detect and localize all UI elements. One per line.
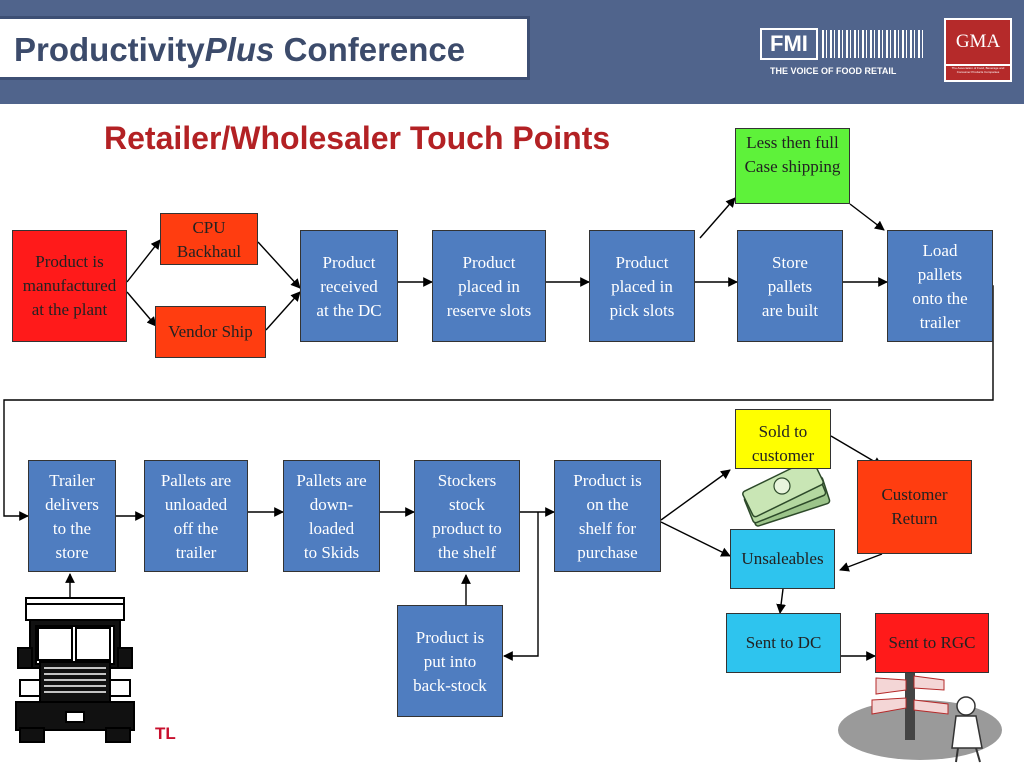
node-sent-to-rgc: Sent to RGC xyxy=(875,613,989,673)
header-banner: ProductivityPlus Conference FMI THE VOIC… xyxy=(0,0,1024,104)
arrow-shelf-to-unsaleables xyxy=(660,521,731,557)
signpost-icon xyxy=(838,668,1002,763)
node-store-pallets: Store pallets are built xyxy=(737,230,843,342)
arrow-shelf-to-sold xyxy=(660,469,731,521)
arrow-vendor-to-dc xyxy=(265,291,301,331)
arrow-less-case-to-load xyxy=(849,203,885,231)
truck-label: TL xyxy=(155,724,176,743)
node-product-received-dc: Product received at the DC xyxy=(300,230,398,342)
arrow-shelf-to-back-stock xyxy=(503,512,539,661)
money-icon xyxy=(742,458,831,527)
fmi-tagline: THE VOICE OF FOOD RETAIL xyxy=(770,66,897,76)
fmi-badge: FMI xyxy=(760,28,818,60)
node-pallets-unloaded: Pallets are unloaded off the trailer xyxy=(144,460,248,572)
arrow-return-to-unsaleables xyxy=(839,553,883,572)
fmi-logo: FMI THE VOICE OF FOOD RETAIL xyxy=(760,28,932,80)
node-stockers: Stockers stock product to the shelf xyxy=(414,460,520,572)
gma-mark: GMA xyxy=(946,20,1010,64)
slide-title: Retailer/Wholesaler Touch Points xyxy=(104,120,611,156)
truck-icon xyxy=(15,597,135,743)
fmi-barcode-graphic xyxy=(822,30,926,58)
node-cpu-backhaul: CPU Backhaul xyxy=(160,213,258,265)
node-pallets-down-loaded: Pallets are down- loaded to Skids xyxy=(283,460,380,572)
arrow-cpu-to-dc xyxy=(257,241,301,289)
arrow-manufactured-to-vendor xyxy=(126,291,157,327)
node-product-manufactured: Product is manufactured at the plant xyxy=(12,230,127,342)
node-back-stock: Product is put into back-stock xyxy=(397,605,503,717)
gma-subtitle: The Association of Food, Beverage and Co… xyxy=(946,66,1010,80)
conference-title-box: ProductivityPlus Conference xyxy=(0,16,530,80)
node-trailer-delivers: Trailer delivers to the store xyxy=(28,460,116,572)
node-product-on-shelf: Product is on the shelf for purchase xyxy=(554,460,661,572)
node-pick-slots: Product placed in pick slots xyxy=(589,230,695,342)
node-load-pallets: Load pallets onto the trailer xyxy=(887,230,993,342)
node-unsaleables: Unsaleables xyxy=(730,529,835,589)
node-less-full-case: Less then full Case shipping xyxy=(735,128,850,204)
node-reserve-slots: Product placed in reserve slots xyxy=(432,230,546,342)
node-sent-to-dc: Sent to DC xyxy=(726,613,841,673)
arrow-unsaleables-to-sent-dc xyxy=(776,588,786,614)
node-customer-return: Customer Return xyxy=(857,460,972,554)
node-sold-to-customer: Sold to customer xyxy=(735,409,831,469)
conference-title: ProductivityPlus Conference xyxy=(14,31,466,68)
gma-logo: GMA The Association of Food, Beverage an… xyxy=(944,18,1012,82)
node-vendor-ship: Vendor Ship xyxy=(155,306,266,358)
arrow-manufactured-to-cpu xyxy=(126,239,161,283)
arrow-pick-to-less-case xyxy=(699,197,736,239)
